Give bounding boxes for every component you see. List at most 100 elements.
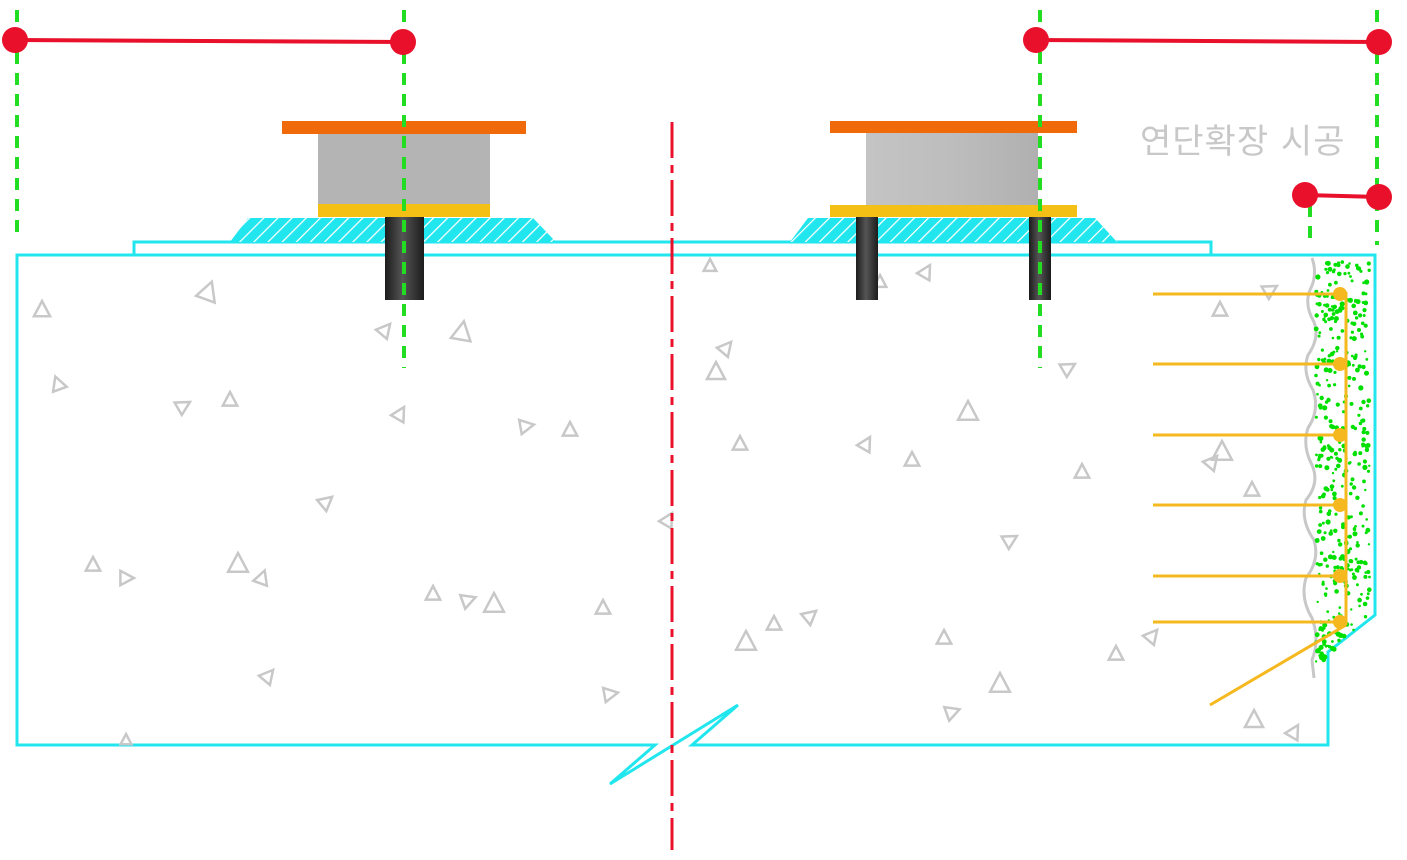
- infill-dot: [1366, 261, 1371, 266]
- infill-dot: [1354, 316, 1359, 320]
- infill-dot: [1326, 289, 1330, 292]
- infill-dot: [1314, 415, 1318, 419]
- infill-dot: [1328, 419, 1333, 424]
- rebar-anchor-points: [1333, 287, 1347, 629]
- infill-dot: [1324, 400, 1329, 404]
- infill-dot: [1332, 479, 1336, 483]
- dowel-rebar-group: [1153, 292, 1348, 707]
- infill-dot: [1336, 335, 1341, 340]
- infill-dot: [1328, 282, 1332, 287]
- infill-dot: [1366, 592, 1370, 596]
- infill-dot: [1355, 543, 1360, 548]
- infill-dot: [1323, 415, 1328, 420]
- aggregate-triangle-icon: [172, 400, 193, 418]
- aggregate-triangle-icon: [1242, 479, 1262, 497]
- infill-dot: [1349, 336, 1353, 340]
- aggregate-triangle-icon: [373, 321, 392, 342]
- infill-dot: [1364, 350, 1367, 353]
- infill-dot: [1361, 430, 1366, 435]
- bearing-body-right: [866, 133, 1038, 205]
- infill-dot: [1318, 626, 1324, 631]
- infill-dot: [1362, 560, 1368, 565]
- infill-dot: [1361, 291, 1366, 296]
- infill-dot: [1360, 321, 1365, 326]
- infill-dot: [1357, 462, 1361, 466]
- infill-dot: [1335, 456, 1339, 460]
- infill-dot: [1351, 363, 1355, 367]
- infill-dot: [1322, 405, 1328, 411]
- infill-dot: [1326, 444, 1330, 448]
- infill-dot: [1338, 632, 1344, 639]
- dimension-point-icon: [1366, 29, 1392, 55]
- infill-dot: [1358, 313, 1363, 318]
- aggregate-triangle-icon: [701, 256, 719, 273]
- aggregate-triangle-icon: [256, 667, 275, 688]
- aggregate-triangle-icon: [388, 404, 406, 425]
- aggregate-triangle-icon: [902, 449, 922, 467]
- infill-dot: [1322, 492, 1326, 497]
- concrete-pier-body: [15, 253, 1377, 786]
- infill-dot: [1337, 638, 1341, 643]
- infill-dot: [1354, 525, 1357, 528]
- infill-dot: [1325, 519, 1331, 525]
- aggregate-triangle-icon: [1242, 707, 1266, 729]
- anchor-bolt-right-b: [1029, 216, 1051, 300]
- infill-dot: [1358, 406, 1363, 411]
- infill-dot: [1337, 261, 1341, 265]
- aggregate-triangle-icon: [601, 686, 621, 705]
- infill-dot: [1323, 312, 1329, 318]
- infill-dot: [1361, 437, 1366, 442]
- infill-dot: [1365, 596, 1370, 600]
- infill-dot: [1354, 557, 1358, 561]
- infill-dot: [1315, 453, 1318, 457]
- infill-dot: [1358, 511, 1363, 516]
- aggregate-triangle-icon: [1200, 453, 1219, 474]
- infill-dot: [1361, 504, 1365, 508]
- infill-dot: [1364, 279, 1370, 285]
- aggregate-triangle-icon: [854, 434, 872, 455]
- infill-dot: [1351, 485, 1357, 490]
- infill-dot: [1350, 608, 1353, 611]
- aggregate-triangle-icon: [934, 627, 954, 645]
- infill-dot: [1368, 464, 1371, 467]
- infill-dot: [1337, 538, 1341, 543]
- infill-dot: [1322, 446, 1327, 451]
- infill-dot: [1321, 582, 1325, 586]
- infill-dot: [1352, 628, 1355, 632]
- infill-dot: [1368, 575, 1371, 579]
- infill-dot: [1332, 350, 1336, 354]
- infill-dots: [1313, 260, 1372, 663]
- infill-dot: [1317, 357, 1321, 362]
- infill-dot: [1364, 443, 1369, 448]
- infill-dot: [1349, 275, 1352, 278]
- dimension-point-icon: [1023, 27, 1049, 53]
- infill-dot: [1326, 295, 1329, 298]
- infill-dot: [1318, 523, 1322, 527]
- infill-dot: [1319, 453, 1324, 458]
- infill-dot: [1355, 583, 1359, 587]
- infill-dot: [1314, 364, 1320, 370]
- infill-dot: [1352, 527, 1357, 532]
- infill-dot: [1357, 413, 1361, 417]
- infill-dot: [1319, 395, 1324, 401]
- infill-dot: [1348, 491, 1353, 496]
- aggregate-triangle-icon: [517, 418, 537, 437]
- infill-dot: [1318, 383, 1321, 387]
- aggregate-triangle-icon: [83, 554, 103, 572]
- infill-dot: [1332, 496, 1337, 501]
- infill-dot: [1358, 451, 1363, 456]
- infill-dot: [1361, 524, 1365, 528]
- infill-dot: [1327, 307, 1332, 312]
- infill-dot: [1338, 448, 1342, 452]
- infill-dot: [1340, 329, 1345, 333]
- aggregate-triangle-icon: [1106, 643, 1126, 661]
- dimension-point-icon: [1292, 182, 1318, 208]
- infill-dot: [1332, 304, 1338, 309]
- infill-dot: [1361, 364, 1366, 370]
- infill-dot: [1333, 383, 1337, 387]
- infill-dot: [1364, 488, 1367, 492]
- infill-dot: [1335, 402, 1340, 407]
- infill-dot: [1360, 592, 1363, 596]
- aggregate-triangle-icon: [914, 262, 932, 283]
